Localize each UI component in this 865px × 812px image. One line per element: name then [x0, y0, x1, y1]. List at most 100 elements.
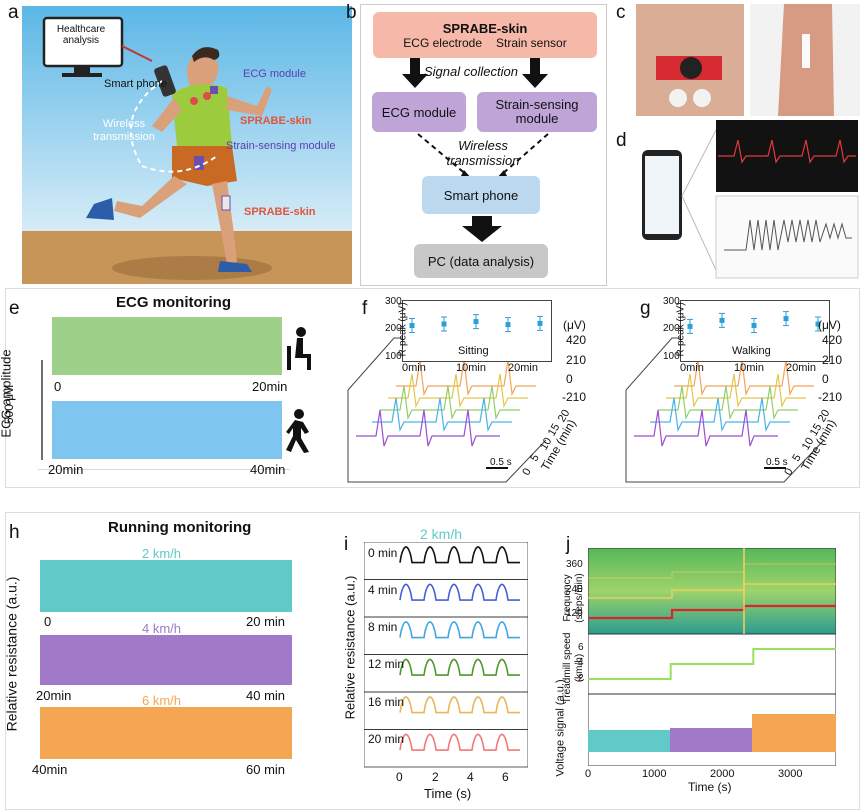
ecg-waterfall-lines-walking	[634, 359, 814, 447]
i-xlabel: Time (s)	[424, 786, 472, 801]
strain-sensor-label: Strain sensor	[496, 35, 567, 50]
ecg-module-box-label: ECG module	[381, 104, 457, 120]
sitting-xtick-20: 20min	[508, 362, 538, 374]
walking-rpeak-point-2	[751, 323, 757, 328]
walking-amp-neg210: -210	[818, 390, 843, 404]
j-xtick-0: 0	[585, 768, 592, 780]
walking-xtick-0: 0min	[680, 362, 704, 374]
sitting-amp-0: 0	[566, 372, 573, 386]
ecg-sitting-trace	[52, 317, 282, 375]
i-ylabel: Relative resistance (a.u.)	[342, 575, 358, 720]
walking-ytick-200: 200	[663, 323, 680, 334]
j-freq-240: 240	[566, 584, 583, 595]
i-waveform-1	[399, 583, 520, 601]
walking-xtick-20: 20min	[786, 362, 816, 374]
run-t3a: 40min	[32, 762, 68, 777]
sitting-ytick-200: 200	[385, 323, 402, 334]
sitting-rpeak-point-4	[537, 320, 543, 326]
i-xtick-6: 6	[502, 770, 509, 784]
j-xtick-2000: 2000	[710, 768, 735, 780]
ecg-axes	[38, 360, 290, 470]
walking-rpeak-point-1	[719, 317, 725, 323]
sitting-xtick-0: 0min	[402, 362, 426, 374]
signal-collection-label: Signal collection	[424, 64, 518, 79]
run-t1b: 20 min	[246, 614, 286, 629]
run-trace-4kmh	[40, 635, 292, 685]
sprabe-label-a2: SPRABE-skin	[244, 206, 316, 218]
i-row-8: 8 min	[368, 620, 398, 634]
i-row-20: 20 min	[368, 732, 405, 746]
sitting-amp-420: 420	[566, 333, 587, 347]
walking-rpeak-point-4	[815, 321, 821, 327]
row3-frame	[5, 512, 860, 810]
sitting-amp-210: 210	[566, 353, 587, 367]
j-xtick-3000: 3000	[778, 768, 803, 780]
j-xtick-1000: 1000	[642, 768, 667, 780]
j-speed-2: 2	[578, 673, 584, 684]
i-title: 2 km/h	[420, 526, 463, 542]
panel-label-c: c	[616, 2, 626, 23]
j-xlabel: Time (s)	[688, 780, 732, 794]
panel-label-h: h	[9, 522, 20, 543]
j-freq-120: 120	[566, 608, 583, 619]
panel-label-g: g	[640, 298, 651, 319]
ecg-t0: 0	[54, 379, 62, 394]
i-row-4: 4 min	[368, 583, 398, 597]
j-speed-6: 6	[578, 642, 584, 653]
smart-phone-box: Smart phone	[422, 176, 540, 214]
wireless-label-a: Wireless transmission	[93, 118, 155, 143]
sitting-inset-plot	[409, 314, 543, 333]
run-t3b: 60 min	[246, 762, 286, 777]
sitting-inset	[402, 300, 552, 362]
walking-amp-0: 0	[822, 372, 829, 386]
running-title: Running monitoring	[108, 519, 252, 536]
j-freq-360: 360	[566, 559, 583, 570]
ecg-electrode-label: ECG electrode	[403, 35, 482, 50]
panel-label-a: a	[8, 2, 19, 23]
walking-unit: (μV)	[818, 318, 841, 332]
panel-label-j: j	[566, 534, 571, 555]
j-speed-chart	[588, 634, 836, 694]
ecg-scale: 500 μV	[2, 385, 17, 425]
i-waveform-4	[399, 696, 520, 714]
strain-module-box-label: Strain-sensing module	[495, 97, 579, 126]
sprabe-label-a1: SPRABE-skin	[240, 115, 312, 127]
healthcare-label: Healthcare analysis	[56, 24, 106, 46]
walking-inset-label: Walking	[732, 345, 771, 357]
j-spectrogram	[588, 548, 836, 634]
pc-box-label: PC (data analysis)	[427, 253, 535, 269]
wireless-label-b: Wireless transmission	[446, 138, 520, 168]
sitting-unit: (μV)	[563, 318, 586, 332]
walking-scalebar: 0.5 s	[766, 457, 788, 468]
i-xtick-2: 2	[432, 770, 439, 784]
ecg-module-label-a: ECG module	[243, 68, 306, 80]
run-t2a: 20min	[36, 688, 72, 703]
walking-rpeak-point-3	[783, 316, 789, 322]
sitting-ytick-100: 100	[385, 351, 402, 362]
sitting-xtick-10: 10min	[456, 362, 486, 374]
ecg-t1: 20min	[252, 379, 288, 394]
running-illustration	[22, 6, 352, 284]
strain-module-box: Strain-sensing module	[477, 92, 597, 132]
flowchart-frame	[360, 4, 607, 286]
i-waveform-3	[399, 658, 520, 676]
walking-amp-210: 210	[822, 353, 843, 367]
panel-label-f: f	[362, 298, 368, 319]
j-voltage-chart	[588, 694, 836, 766]
smartphone-label-a: Smart phone	[104, 78, 167, 90]
i-row-12: 12 min	[368, 657, 405, 671]
sitting-rpeak-point-3	[505, 322, 511, 328]
j-volt-label: Voltage signal (a.u.)	[554, 679, 567, 777]
walking-inset-plot	[687, 311, 821, 334]
i-waveform-stack	[364, 542, 528, 768]
run-trace-2kmh	[40, 560, 292, 612]
sitting-amp-neg210: -210	[562, 390, 587, 404]
i-xtick-4: 4	[467, 770, 474, 784]
sitting-person-icon	[287, 327, 311, 370]
i-waveform-2	[399, 621, 520, 639]
panel-label-d: d	[616, 130, 627, 151]
walking-amp-420: 420	[822, 333, 843, 347]
panel-label-b: b	[346, 2, 357, 23]
walking-person-icon	[286, 409, 309, 453]
ecg-t3: 40min	[250, 462, 286, 477]
